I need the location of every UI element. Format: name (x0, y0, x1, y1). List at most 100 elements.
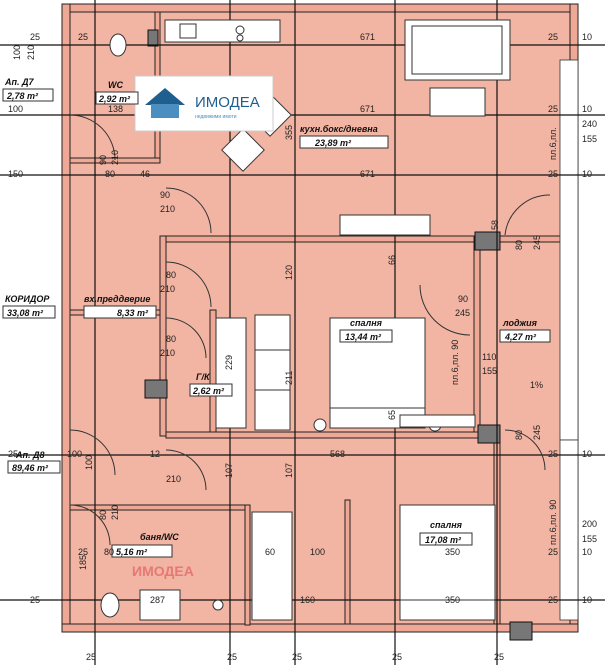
dim-label: 138 (108, 104, 123, 114)
dim-label: 25 (78, 547, 88, 557)
dining-table (221, 128, 265, 172)
room-area-loggia: 4,27 m² (504, 332, 537, 342)
dim-label: 25 (78, 32, 88, 42)
wall-bedroom1-right (473, 235, 481, 437)
logo-text: ИМОДЕА (195, 94, 260, 111)
area-box (339, 329, 393, 343)
dim-label: 80 (98, 510, 108, 520)
wall-left (61, 3, 71, 633)
room-name-bedroom1: спалня (350, 318, 383, 328)
dim-label: 671 (360, 104, 375, 114)
dim-label: 287 (150, 595, 165, 605)
dim-label: 120 (284, 265, 294, 280)
column-hatch (147, 29, 159, 47)
corridor-area (0, 175, 67, 625)
dim-label: 350 (445, 547, 460, 557)
door-swing (419, 284, 471, 336)
toilet (100, 592, 120, 618)
wall-bedroom2-left (344, 499, 351, 625)
note-label: пл.6,пл. 90 (548, 500, 558, 545)
room-name-ap7: Ап. Д7 (4, 77, 34, 87)
room-name-bedroom2: спалня (430, 520, 463, 530)
wardrobe (251, 511, 293, 621)
room-name-bathroom: баня/WC (140, 532, 179, 542)
door-swing (165, 261, 212, 308)
stove-burner (235, 25, 245, 35)
column-hatch (474, 231, 501, 251)
dim-label: 46 (140, 169, 150, 179)
dim-label: 10 (582, 449, 592, 459)
watermark: ИМОДЕА (132, 563, 194, 579)
dim-label: 25 (86, 652, 96, 662)
dim-label: 10 (582, 32, 592, 42)
dim-label: 80 (104, 547, 114, 557)
dim-label: 100 (310, 547, 325, 557)
room-name-kitchen: кухн.бокс/дневна (300, 124, 378, 134)
door-swing (165, 317, 207, 359)
wall-bath-top (69, 504, 251, 511)
dim-label: 568 (330, 449, 345, 459)
room-name-entrance: вх.преддверие (84, 294, 150, 304)
area-box (7, 460, 61, 474)
dim-label: 155 (582, 534, 597, 544)
dim-label: 150 (8, 169, 23, 179)
dim-label: 25 (548, 104, 558, 114)
dim-label: 107 (284, 463, 294, 478)
room-area-corridor: 33,08 m² (7, 308, 44, 318)
dim-label: 80 (514, 430, 524, 440)
dim-label: 66 (387, 255, 397, 265)
dim-label: 245 (455, 308, 470, 318)
room-area-wc: 2,92 m² (98, 94, 131, 104)
dim-label: 25 (292, 652, 302, 662)
dim-label: 10 (582, 547, 592, 557)
area-box (299, 135, 389, 149)
room-name-corridor: КОРИДОР (5, 294, 50, 304)
dim-label: 90 (98, 155, 108, 165)
dim-label: 110 (482, 352, 496, 362)
room-name-ap8: Ап. Д8 (15, 450, 45, 460)
balcony-right-top (559, 59, 579, 441)
toilet (109, 33, 127, 57)
dim-label: 107 (224, 463, 234, 478)
tv-stand (339, 214, 431, 236)
area-box (2, 88, 54, 102)
wardrobe (254, 314, 291, 431)
wall-living-bottom (159, 235, 481, 243)
area-box (111, 544, 173, 558)
area-box (419, 532, 473, 546)
area-box (95, 91, 139, 105)
room-area-entrance: 8,33 m² (117, 308, 149, 318)
balcony-right-bottom (559, 439, 579, 621)
dim-label: 160 (300, 595, 315, 605)
dim-label: 355 (284, 125, 294, 140)
dim-label: 58 (490, 220, 500, 230)
door-swing (165, 187, 212, 234)
logo-icon (145, 88, 185, 105)
dim-label: 210 (160, 284, 175, 294)
slope-label: 1% (530, 380, 543, 390)
wall-bath-right (244, 504, 251, 626)
wall-closet-left (209, 309, 217, 436)
dim-label: 210 (160, 348, 175, 358)
dim-label: 210 (110, 150, 120, 165)
radiator (399, 414, 476, 428)
door-swing (504, 194, 551, 236)
dim-label: 229 (224, 355, 234, 370)
note-label: пл.6,пл. 90 (450, 340, 460, 385)
dim-label: 211 (284, 371, 294, 385)
dim-label: 185 (78, 555, 88, 570)
room-area-ap7: 2,78 m² (6, 91, 39, 101)
dim-label: 10 (582, 595, 592, 605)
bed-headboard (399, 599, 496, 621)
room-name-closet: Г/К (196, 372, 211, 382)
door-swing (69, 114, 116, 161)
dim-label: 200 (582, 519, 597, 529)
dim-label: 671 (360, 32, 375, 42)
dim-label: 80 (166, 334, 176, 344)
room-area-kitchen: 23,89 m² (314, 138, 352, 148)
area-box (83, 305, 157, 319)
dim-label: 100 (12, 45, 22, 60)
room-area-bathroom: 5,16 m² (116, 547, 148, 557)
dim-label: 25 (548, 169, 558, 179)
shower-drain (212, 599, 224, 611)
